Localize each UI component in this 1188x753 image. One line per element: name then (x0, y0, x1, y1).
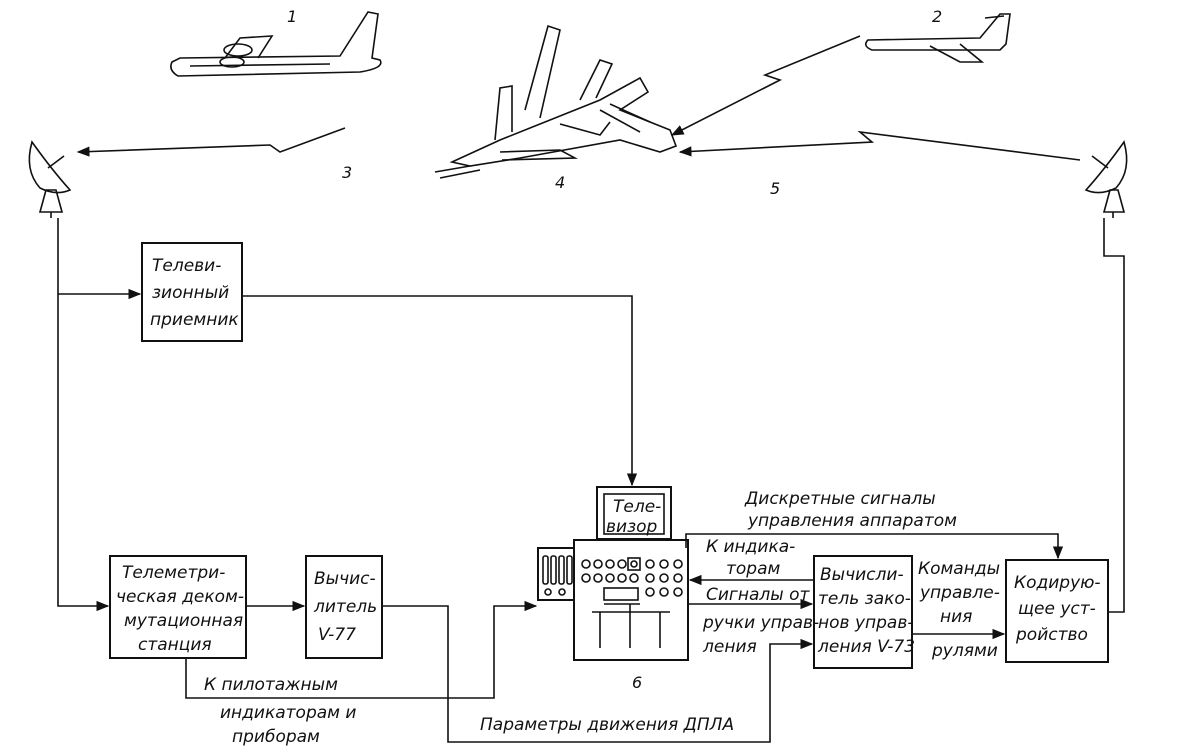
encoder-to-antenna-line (1103, 218, 1125, 613)
to-indicators-annotation: К индика- торам (706, 537, 801, 579)
radio-link-5 (678, 130, 1081, 161)
rpv-label: 4 (555, 173, 565, 192)
flight-indicators-line (185, 600, 538, 699)
computer-v77-text: Вычис- литель V-77 (313, 569, 383, 645)
encoder-text: Кодирую- щее уст- ройство (1014, 573, 1106, 645)
tv-receiver-text: Телеви- зионный приемник (150, 256, 239, 330)
radio-link-5-label: 5 (770, 179, 780, 198)
radio-link-3-label: 3 (342, 163, 352, 182)
operator-console (573, 539, 689, 661)
motion-parameters-annotation: Параметры движения ДПЛА (480, 715, 734, 735)
control-law-computer-text: Вычисли- тель зако- нов управ- ления V-7… (817, 565, 919, 657)
stick-signals-annotation: Сигналы от ручки управ- ления (702, 585, 825, 657)
side-panel-indicators-icon (542, 555, 573, 596)
discrete-signals-line (685, 533, 1064, 560)
tv-receiver-to-tv-line (242, 295, 638, 487)
aircraft-2-label: 2 (932, 7, 942, 26)
tv-receiver-block (141, 242, 243, 342)
rpv-aircraft-icon (434, 24, 678, 179)
aircraft-1-icon (170, 11, 382, 77)
right-antenna-icon (1084, 140, 1128, 218)
left-antenna-icon (28, 140, 72, 218)
tv-set-text: Теле- визор (606, 497, 667, 537)
ground-control-station: Теле- визор (537, 486, 689, 661)
ground-station-label: 6 (632, 673, 642, 692)
control-law-computer-block (813, 555, 913, 669)
radio-link-3 (76, 127, 346, 157)
flight-indicators-annotation: К пилотажным индикаторам и приборам (204, 675, 362, 747)
console-dials-icon (581, 557, 683, 648)
discrete-signals-annotation: Дискретные сигналы управления аппаратом (744, 489, 957, 531)
encoder-block (1005, 559, 1109, 663)
aircraft-1-label: 1 (287, 7, 297, 26)
aircraft-2-icon (864, 13, 1011, 63)
antenna-to-telemetry-line (57, 218, 110, 612)
control-commands-annotation: Команды управле- ния рулями (918, 559, 1005, 661)
radio-link-aircraft-2 (670, 35, 861, 136)
motion-parameters-line (382, 605, 814, 743)
telemetry-station-text: Телеметри- ческая деком- мутационная ста… (116, 563, 249, 655)
telemetry-station-block (109, 555, 247, 659)
computer-v77-block (305, 555, 383, 659)
